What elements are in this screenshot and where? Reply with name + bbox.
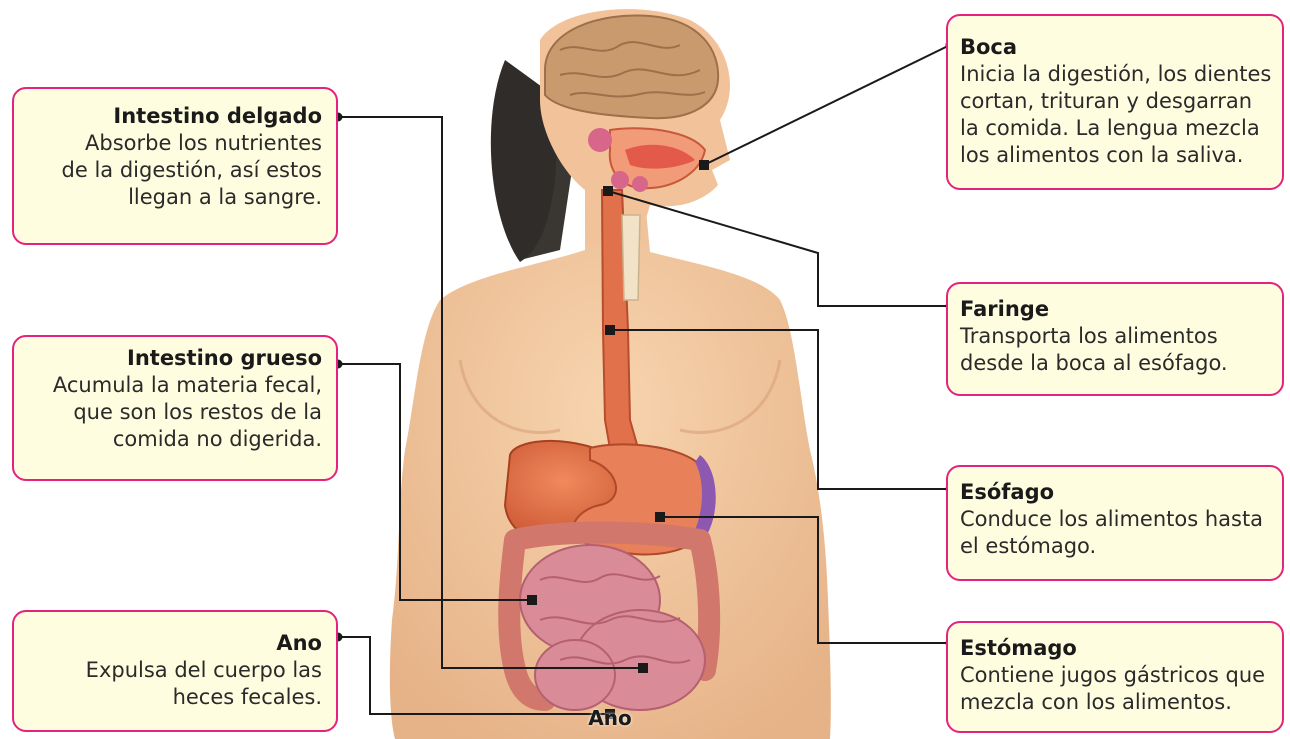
callout-ano: Ano Expulsa del cuerpo las heces fecales… — [12, 610, 338, 732]
callout-faringe: Faringe Transporta los alimentos desde l… — [946, 282, 1284, 396]
brain — [545, 15, 718, 118]
callout-description: Absorbe los nutrientes de la digestión, … — [24, 130, 322, 211]
callout-title: Esófago — [960, 479, 1272, 506]
callout-title: Estómago — [960, 635, 1272, 662]
callout-boca: Boca Inicia la digestión, los dientes co… — [946, 14, 1284, 190]
callout-title: Ano — [24, 630, 322, 657]
callout-description: Inicia la digestión, los dientes cortan,… — [960, 61, 1272, 169]
callout-description: Conduce los alimentos hasta el estómago. — [960, 506, 1272, 560]
callout-intestino-delgado: Intestino delgado Absorbe los nutrientes… — [12, 87, 338, 245]
callout-description: Acumula la materia fecal, que son los re… — [24, 372, 322, 453]
trachea — [622, 215, 640, 300]
callout-description: Contiene jugos gástricos que mezcla con … — [960, 662, 1272, 716]
callout-description: Transporta los alimentos desde la boca a… — [960, 323, 1272, 377]
callout-title: Faringe — [960, 296, 1272, 323]
callout-description: Expulsa del cuerpo las heces fecales. — [24, 657, 322, 711]
callout-title: Intestino grueso — [24, 345, 322, 372]
callout-intestino-grueso: Intestino grueso Acumula la materia feca… — [12, 335, 338, 481]
callout-title: Intestino delgado — [24, 103, 322, 130]
ano-label: Ano — [578, 706, 642, 730]
callout-esofago: Esófago Conduce los alimentos hasta el e… — [946, 465, 1284, 581]
callout-title: Boca — [960, 34, 1272, 61]
callout-estomago: Estómago Contiene jugos gástricos que me… — [946, 621, 1284, 733]
